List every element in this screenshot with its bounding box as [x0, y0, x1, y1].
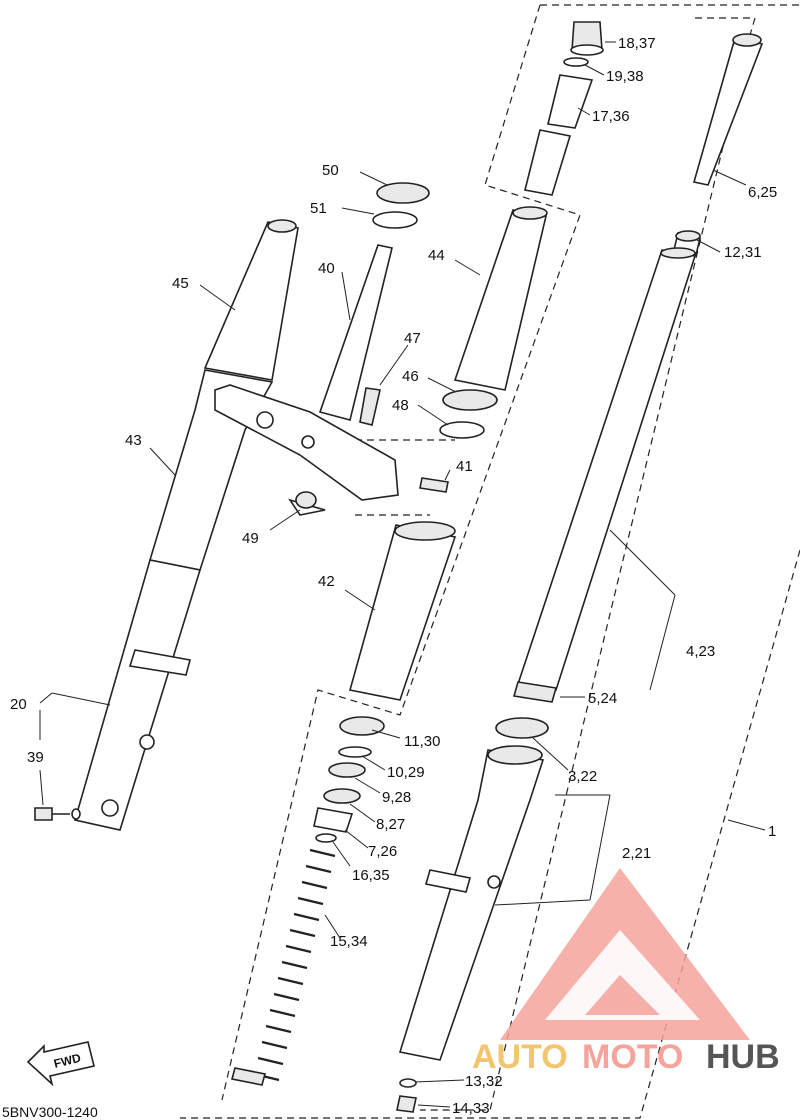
spring-seat-lower	[231, 1067, 266, 1086]
collar-8	[323, 788, 361, 804]
cover-group	[439, 206, 548, 439]
callout-9-28: 9,28	[382, 789, 411, 806]
callout-43: 43	[125, 432, 142, 449]
fork-cover-45	[203, 221, 299, 381]
washer-10	[338, 746, 372, 758]
fork-slider-boss	[139, 734, 155, 750]
cable-guide-49-boss	[295, 491, 317, 509]
upper-cover-44	[453, 209, 547, 391]
plate-48	[439, 421, 485, 439]
steering-group	[214, 182, 449, 516]
callout-46: 46	[402, 368, 419, 385]
guide-46	[442, 389, 498, 411]
callout-49: 49	[242, 530, 259, 547]
callout-1: 1	[768, 823, 776, 840]
fork-cover-cap	[267, 219, 297, 233]
bearing-51	[372, 211, 418, 229]
fork-bracket	[128, 649, 191, 676]
logo-triangle-core	[585, 975, 660, 1015]
steering-stem-40	[318, 244, 393, 421]
callout-41: 41	[456, 458, 473, 475]
callout-labels: 18,37 19,38 17,36 6,25 12,31 4,23 5,24 3…	[10, 35, 777, 1117]
outer-tube-hole	[487, 875, 501, 889]
axle-hole	[101, 799, 119, 817]
cap-group	[524, 21, 604, 196]
callout-7-26: 7,26	[368, 843, 397, 860]
callout-11-30: 11,30	[404, 733, 440, 750]
spacer-7	[313, 807, 354, 833]
callout-20: 20	[10, 696, 27, 713]
callout-5-24: 5,24	[588, 690, 617, 707]
bolt-41	[419, 477, 449, 493]
damper-rod-top	[732, 33, 762, 47]
o-ring	[563, 57, 589, 67]
taper-spindle-top	[675, 230, 701, 242]
callout-13-32: 13,32	[465, 1073, 503, 1090]
inner-tube-top	[660, 247, 696, 259]
spring-stack	[231, 716, 385, 1086]
spacer-upper	[547, 74, 594, 129]
callout-6-25: 6,25	[748, 184, 777, 201]
lower-cover-42-top	[394, 521, 456, 541]
seat-11	[339, 716, 385, 736]
oil-seal	[495, 717, 549, 739]
inner-tube	[516, 249, 697, 691]
callout-16-35: 16,35	[352, 867, 390, 884]
callout-39: 39	[27, 749, 44, 766]
fwd-arrow-shape	[26, 1041, 95, 1087]
leader-lines	[39, 41, 766, 1108]
outer-tube	[398, 749, 545, 1061]
bracket-hole-mid	[301, 435, 315, 449]
callout-17-36: 17,36	[592, 108, 630, 125]
diagram-code: 5BNV300-1240	[2, 1104, 98, 1120]
automotohub-logo: AUTO MOTO HUB	[472, 868, 780, 1076]
pinch-bolt-nut	[71, 808, 81, 820]
callout-42: 42	[318, 573, 335, 590]
slide-bushing	[512, 681, 558, 703]
lower-cover-42	[348, 524, 457, 701]
callout-48: 48	[392, 397, 409, 414]
ring-nut-50	[376, 182, 430, 204]
circlip-16	[315, 833, 337, 843]
callout-19-38: 19,38	[606, 68, 644, 85]
outer-tube-top	[487, 745, 543, 765]
logo-triangle-inner	[545, 930, 700, 1020]
callout-40: 40	[318, 260, 335, 277]
fork-tube-assembly-1	[396, 33, 764, 1113]
upper-cover-44-top	[512, 206, 548, 220]
callout-45: 45	[172, 275, 189, 292]
fork-slider-20	[73, 559, 202, 831]
callout-2-21: 2,21	[622, 845, 651, 862]
callout-12-31: 12,31	[724, 244, 762, 261]
bracket-hole-left	[256, 411, 274, 429]
fwd-arrow: FWD	[26, 1041, 95, 1087]
callout-14-33: 14,33	[452, 1100, 490, 1117]
callout-15-34: 15,34	[330, 933, 368, 950]
fwd-label: FWD	[52, 1051, 82, 1071]
spacer-lower	[524, 129, 572, 196]
seat-9	[328, 762, 366, 778]
callout-10-29: 10,29	[387, 764, 425, 781]
pinch-bolt-39	[34, 807, 53, 821]
callout-8-27: 8,27	[376, 816, 405, 833]
damper-rod	[692, 37, 764, 186]
drain-bolt	[396, 1095, 417, 1113]
fork-spring-15	[253, 848, 336, 1082]
bolt-47	[359, 387, 381, 426]
callout-47: 47	[404, 330, 421, 347]
copper-washer	[399, 1078, 417, 1088]
cap-bolt-flange	[570, 44, 604, 56]
callout-3-22: 3,22	[568, 768, 597, 785]
callout-51: 51	[310, 200, 327, 217]
logo-text-moto: MOTO	[582, 1038, 683, 1076]
assembled-fork-20	[34, 219, 299, 831]
logo-text-auto: AUTO	[472, 1038, 568, 1076]
logo-text-hub: HUB	[706, 1038, 780, 1076]
callout-44: 44	[428, 247, 445, 264]
callout-4-23: 4,23	[686, 643, 715, 660]
outer-tube-boss	[424, 869, 472, 893]
callout-18-37: 18,37	[618, 35, 656, 52]
callout-50: 50	[322, 162, 339, 179]
